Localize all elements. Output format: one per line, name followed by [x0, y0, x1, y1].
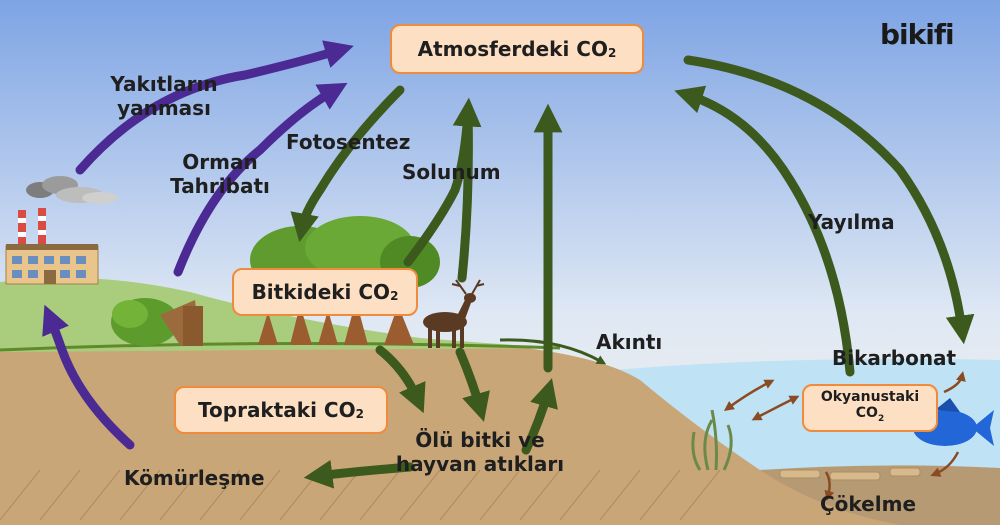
factory-icon [5, 176, 118, 285]
bicarbonate-arrow [943, 371, 966, 394]
deforestation-label: Orman Tahribatı [160, 150, 280, 198]
ocean-exchange-arrow-2 [751, 395, 800, 421]
runoff-label: Akıntı [596, 330, 663, 354]
atmosphere-co2-text: Atmosferdeki CO [417, 37, 608, 61]
ocean-co2-box: Okyanustaki CO2 [802, 384, 938, 432]
photosynthesis-label: Fotosentez [286, 130, 411, 154]
sedimentation-label: Çökelme [820, 492, 917, 516]
ocean-co2-line2-wrap: CO2 [856, 405, 884, 427]
respiration-arrow-deer [457, 107, 473, 283]
dead-matter-label: Ölü bitki ve hayvan atıkları [380, 428, 580, 476]
dead-matter-to-coal-arrow [303, 459, 415, 489]
sedimentation-arrow [824, 471, 835, 501]
plant-co2-sub: 2 [390, 289, 399, 303]
coalification-arrow [42, 304, 135, 450]
dead-matter-line1: Ölü bitki ve [415, 428, 545, 452]
dead-matter-line2: hayvan atıkları [395, 452, 565, 476]
brand-logo: bikifi [880, 18, 955, 51]
coalification-label: Kömürleşme [124, 466, 265, 490]
ocean-co2-sub: 2 [877, 413, 885, 424]
soil-co2-text: Topraktaki CO [198, 398, 356, 422]
decomposition-arrow-deer [455, 347, 490, 422]
deforestation-arrow [173, 82, 348, 277]
fuel-burning-line1: Yakıtların [110, 72, 218, 96]
runoff-arrow [499, 338, 607, 365]
soil-hatching [0, 469, 721, 521]
fuel-burning-arrow [75, 40, 354, 175]
ground-line [0, 341, 561, 352]
bicarbonate-label: Bikarbonat [832, 346, 957, 370]
ocean-exchange-arrow-1 [723, 379, 775, 411]
brand-text: bikifi [880, 18, 955, 51]
fuel-burning-line2: yanması [117, 96, 211, 120]
diffusion-arrow-down [683, 55, 975, 345]
ocean-co2-line1: Okyanustaki [820, 389, 920, 406]
dead-matter-to-atmosphere-arrow [521, 378, 558, 455]
sediment-rocks [779, 467, 921, 481]
fish-ocean-arrow [930, 451, 960, 477]
deforestation-line1: Orman [182, 150, 258, 174]
plant-co2-text: Bitkideki CO [251, 280, 391, 304]
respiration-label: Solunum [402, 160, 501, 184]
deforestation-line2: Tahribatı [170, 174, 270, 198]
seaweed-icon [691, 409, 733, 471]
soil-co2-sub: 2 [355, 407, 364, 421]
decomposition-arrow-plants [375, 345, 426, 414]
photosynthesis-arrow [290, 85, 405, 243]
ocean-co2-line2: CO [855, 405, 878, 422]
stump-icon [111, 298, 203, 346]
atmosphere-co2-sub: 2 [607, 46, 617, 60]
diffusion-label: Yayılma [808, 210, 895, 234]
diffusion-arrow-up [674, 85, 855, 377]
fuel-burning-label: Yakıtların yanması [104, 72, 224, 120]
deer-icon [423, 279, 485, 348]
